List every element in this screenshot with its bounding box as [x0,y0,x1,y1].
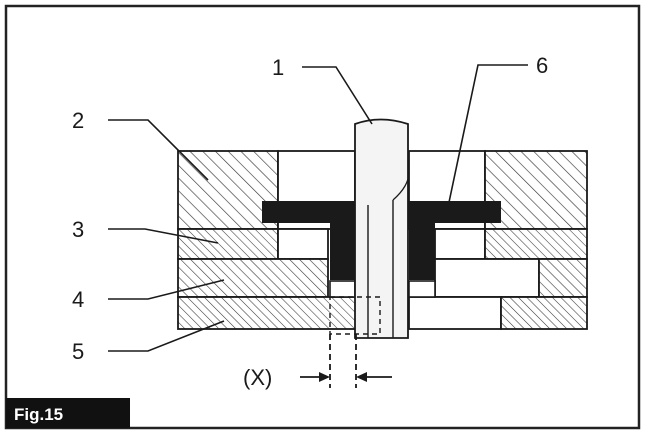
figure-label: Fig.15 [14,405,63,424]
callout-6: 6 [536,53,548,78]
dimension-label-x: (X) [243,365,272,390]
part-5-bottom-layer [177,296,588,330]
detail-box-dashed [329,296,381,335]
part-6-bushing-right [409,201,501,280]
part-1-pin [354,118,410,339]
callout-5: 5 [72,339,84,364]
figure-label-badge [6,398,130,428]
leader-lines [108,64,528,352]
pin-cavity-left [329,280,356,298]
callout-2: 2 [72,108,84,133]
dimension-arrows [300,372,392,382]
callout-1: 1 [272,55,284,80]
pin-cavity-right [408,280,436,298]
callout-3: 3 [72,217,84,242]
callout-4: 4 [72,287,84,312]
part-4-layer [177,258,588,298]
part-6-bushing-left [262,201,355,280]
